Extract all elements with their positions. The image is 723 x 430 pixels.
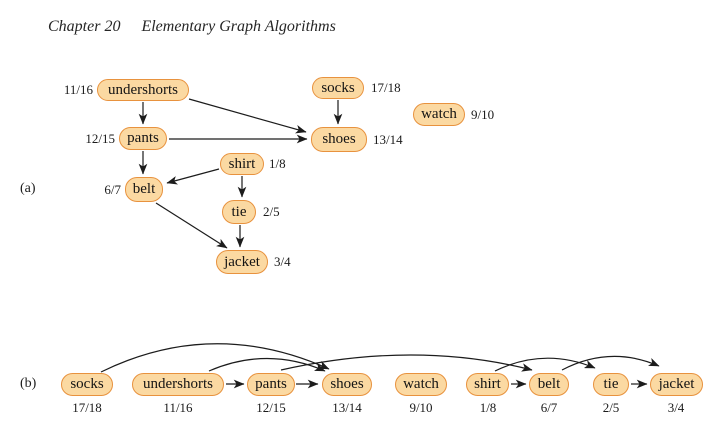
b-node-socks: socks	[61, 373, 113, 396]
a-order-shirt: 1/8	[269, 156, 286, 171]
chapter-number: Chapter 20	[48, 18, 121, 35]
a-node-undershorts: undershorts	[97, 79, 189, 101]
b-order-jacket: 3/4	[667, 400, 685, 415]
b-order-belt: 6/7	[540, 400, 558, 415]
b-node-undershorts: undershorts	[132, 373, 224, 396]
a-node-shirt: shirt	[220, 153, 264, 175]
a-node-shoes: shoes	[311, 127, 367, 152]
a-order-socks: 17/18	[371, 80, 401, 95]
b-node-pants: pants	[247, 373, 295, 396]
b-node-belt: belt	[529, 373, 569, 396]
edge-b-undershorts-shoes	[208, 357, 326, 372]
b-node-tie: tie	[593, 373, 629, 396]
panel-a-label: (a)	[20, 181, 36, 196]
edge-b-shirt-tie	[494, 357, 596, 372]
a-order-undershorts: 11/16	[63, 82, 93, 97]
b-node-jacket: jacket	[650, 373, 703, 396]
b-order-pants: 12/15	[256, 400, 286, 415]
a-order-shoes: 13/14	[373, 132, 403, 147]
a-order-pants: 12/15	[85, 131, 115, 146]
chapter-title: Elementary Graph Algorithms	[141, 18, 336, 35]
a-node-socks: socks	[312, 77, 364, 99]
b-node-shoes: shoes	[322, 373, 372, 396]
b-node-watch: watch	[395, 373, 447, 396]
b-node-shirt: shirt	[466, 373, 509, 396]
edge-b-pants-belt	[280, 354, 533, 372]
chapter-heading: Chapter 20 Elementary Graph Algorithms	[48, 18, 336, 36]
edge-a-belt-jacket	[155, 202, 228, 249]
b-order-shoes: 13/14	[332, 400, 362, 415]
b-order-shirt: 1/8	[479, 400, 497, 415]
a-node-tie: tie	[222, 200, 256, 224]
a-node-watch: watch	[413, 103, 465, 126]
a-order-watch: 9/10	[471, 107, 495, 122]
b-order-undershorts: 11/16	[163, 400, 193, 415]
edge-a-undershorts-shoes	[188, 98, 307, 134]
a-order-tie: 2/5	[263, 204, 280, 219]
edge-b-socks-shoes	[100, 343, 330, 373]
a-node-jacket: jacket	[216, 250, 268, 274]
b-order-tie: 2/5	[602, 400, 620, 415]
edge-a-shirt-belt	[166, 168, 220, 185]
b-order-socks: 17/18	[72, 400, 102, 415]
panel-b-label: (b)	[20, 376, 37, 391]
edge-b-belt-jacket	[561, 355, 660, 371]
b-order-watch: 9/10	[409, 400, 433, 415]
a-order-jacket: 3/4	[274, 254, 291, 269]
a-order-belt: 6/7	[104, 182, 121, 197]
a-node-pants: pants	[119, 127, 167, 150]
a-node-belt: belt	[125, 177, 163, 202]
